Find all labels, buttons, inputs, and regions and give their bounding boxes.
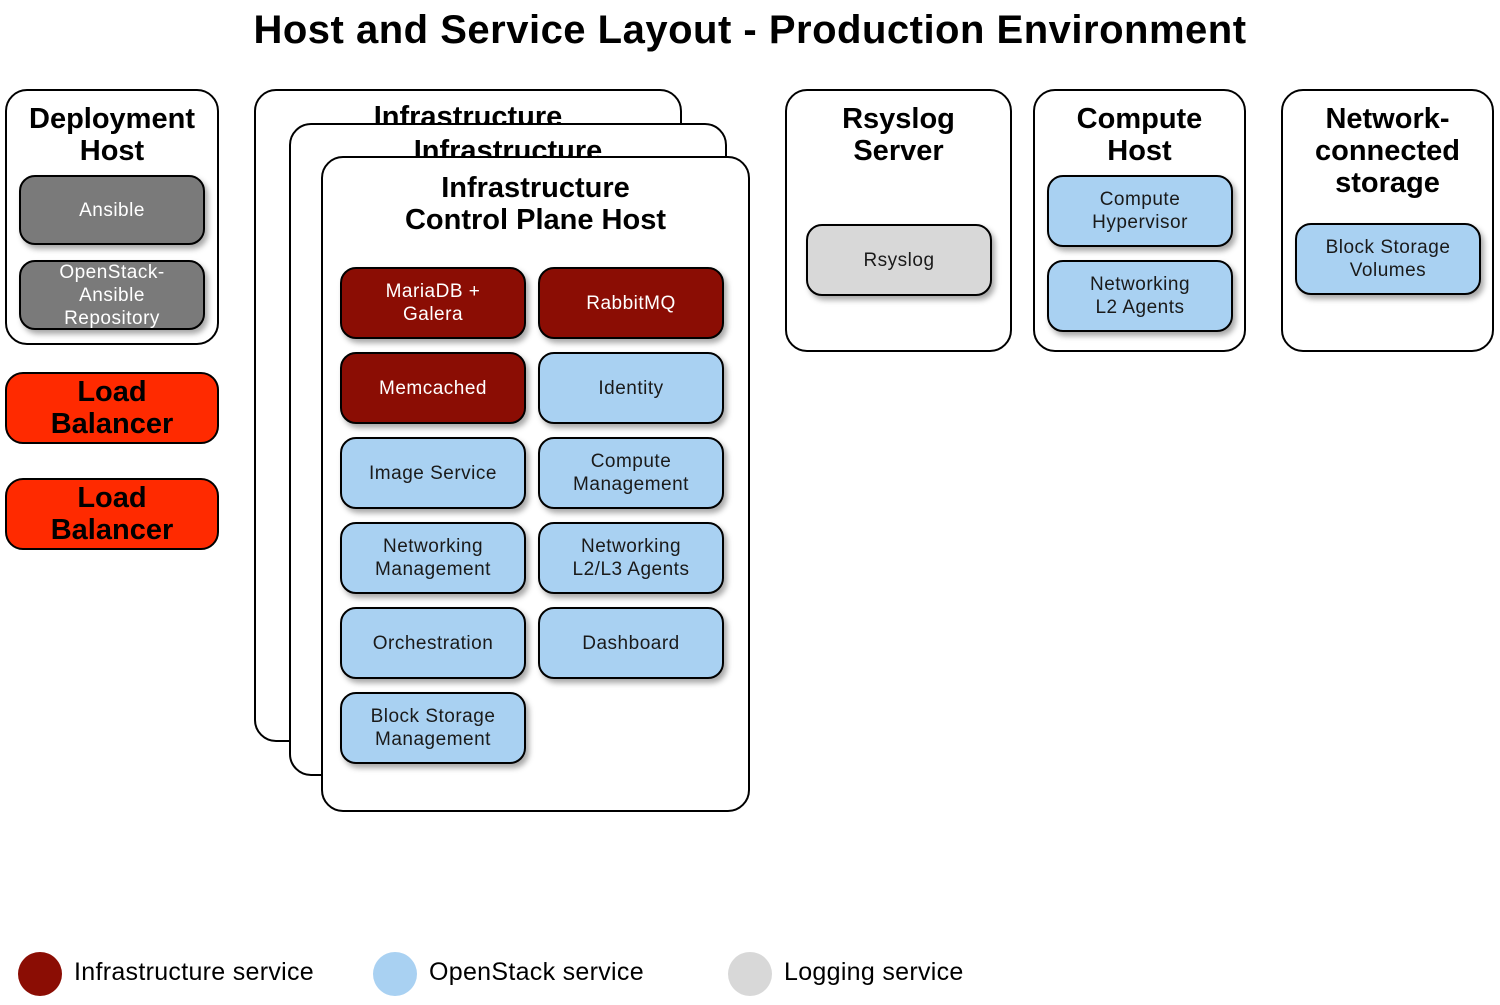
service-identity: Identity [538, 352, 724, 424]
service-rsyslog: Rsyslog [806, 224, 992, 296]
network-storage-host: Network- connected storage Block Storage… [1281, 89, 1494, 352]
legend-openstack: OpenStack service [373, 952, 673, 998]
deployment-host: Deployment Host Ansible OpenStack- Ansib… [5, 89, 219, 345]
service-ansible: Ansible [19, 175, 205, 245]
load-balancer-1: Load Balancer [5, 372, 219, 444]
legend-logging-swatch [728, 952, 772, 996]
service-block-storage-volumes: Block Storage Volumes [1295, 223, 1481, 295]
legend-openstack-swatch [373, 952, 417, 996]
compute-host-title: Compute Host [1076, 103, 1203, 167]
deployment-host-title: Deployment Host [29, 103, 195, 167]
compute-host: Compute Host Compute Hypervisor Networki… [1033, 89, 1246, 352]
service-networking-l2-agents: Networking L2 Agents [1047, 260, 1233, 332]
infra-control-plane-host: Infrastructure Control Plane Host MariaD… [321, 156, 750, 812]
legend-infrastructure-swatch [18, 952, 62, 996]
service-networking-l2-l3-agents: Networking L2/L3 Agents [538, 522, 724, 594]
service-image: Image Service [340, 437, 526, 509]
service-orchestration: Orchestration [340, 607, 526, 679]
service-dashboard: Dashboard [538, 607, 724, 679]
legend-logging: Logging service [728, 952, 998, 998]
rsyslog-server: Rsyslog Server Rsyslog [785, 89, 1012, 352]
service-networking-management: Networking Management [340, 522, 526, 594]
network-storage-title: Network- connected storage [1314, 103, 1461, 199]
legend-logging-label: Logging service [784, 958, 964, 986]
service-block-storage-management: Block Storage Management [340, 692, 526, 764]
infra-control-plane-title: Infrastructure Control Plane Host [404, 172, 666, 236]
service-memcached: Memcached [340, 352, 526, 424]
rsyslog-server-title: Rsyslog Server [842, 103, 955, 167]
legend-openstack-label: OpenStack service [429, 958, 644, 986]
service-rabbitmq: RabbitMQ [538, 267, 724, 339]
diagram-title: Host and Service Layout - Production Env… [253, 8, 1247, 52]
service-compute-management: Compute Management [538, 437, 724, 509]
service-mariadb-galera: MariaDB + Galera [340, 267, 526, 339]
service-compute-hypervisor: Compute Hypervisor [1047, 175, 1233, 247]
service-openstack-ansible-repository: OpenStack- Ansible Repository [19, 260, 205, 330]
legend-infrastructure: Infrastructure service [18, 952, 348, 998]
load-balancer-2: Load Balancer [5, 478, 219, 550]
legend-infrastructure-label: Infrastructure service [74, 958, 315, 986]
